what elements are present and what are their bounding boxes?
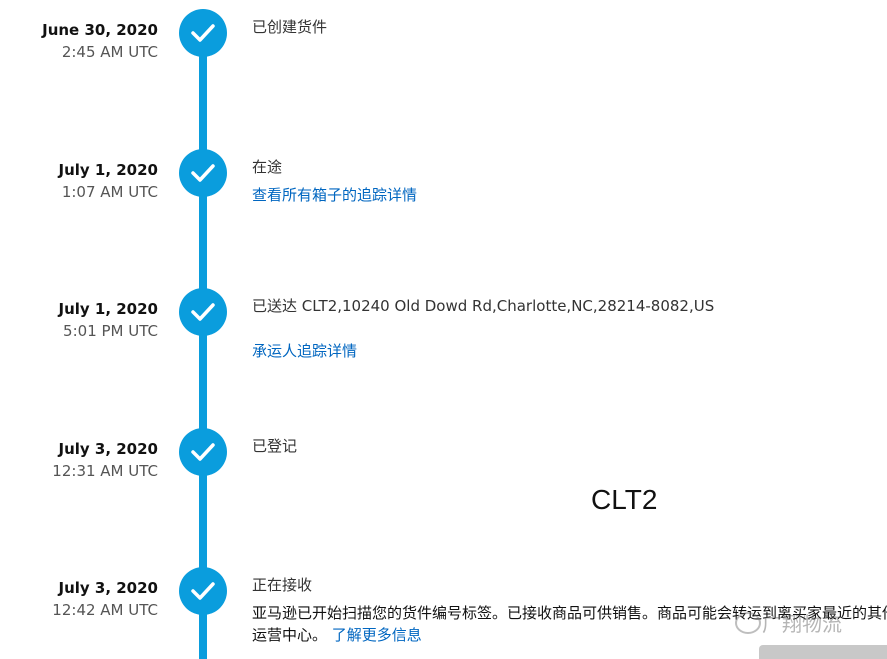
- check-icon: [179, 567, 227, 615]
- event-time: 12:42 AM UTC: [52, 601, 158, 619]
- event-date: July 3, 2020: [58, 440, 158, 458]
- receiving-description-text: 亚马逊已开始扫描您的货件编号标签。已接收商品可供销售。商品可能会转运到离买家最近…: [252, 604, 887, 644]
- check-icon: [179, 288, 227, 336]
- event-status: 正在接收: [252, 576, 313, 594]
- event-time: 1:07 AM UTC: [61, 183, 158, 201]
- event-date: June 30, 2020: [42, 21, 158, 39]
- event-description: 亚马逊已开始扫描您的货件编号标签。已接收商品可供销售。商品可能会转运到离买家最近…: [252, 602, 887, 646]
- check-icon: [179, 428, 227, 476]
- event-date: July 1, 2020: [58, 161, 158, 179]
- event-status: 已送达 CLT2,10240 Old Dowd Rd,Charlotte,NC,…: [252, 297, 715, 315]
- warehouse-annotation: CLT2: [591, 484, 658, 515]
- all-boxes-tracking-link[interactable]: 查看所有箱子的追踪详情: [252, 186, 418, 204]
- carrier-tracking-link[interactable]: 承运人追踪详情: [252, 342, 358, 360]
- event-date: July 1, 2020: [58, 300, 158, 318]
- event-status: 已登记: [252, 437, 298, 455]
- watermark-text: 广翔物流: [762, 612, 842, 636]
- wechat-logo-icon: [735, 612, 761, 634]
- event-date: July 3, 2020: [58, 579, 158, 597]
- event-status: 在途: [252, 158, 283, 176]
- event-status: 已创建货件: [252, 18, 328, 36]
- event-time: 12:31 AM UTC: [52, 462, 158, 480]
- event-time: 2:45 AM UTC: [61, 43, 158, 61]
- learn-more-link[interactable]: 了解更多信息: [331, 626, 422, 644]
- corner-button[interactable]: [759, 645, 887, 659]
- check-icon: [179, 149, 227, 197]
- timeline-line: [199, 30, 207, 659]
- check-icon: [179, 9, 227, 57]
- event-time: 5:01 PM UTC: [63, 322, 158, 340]
